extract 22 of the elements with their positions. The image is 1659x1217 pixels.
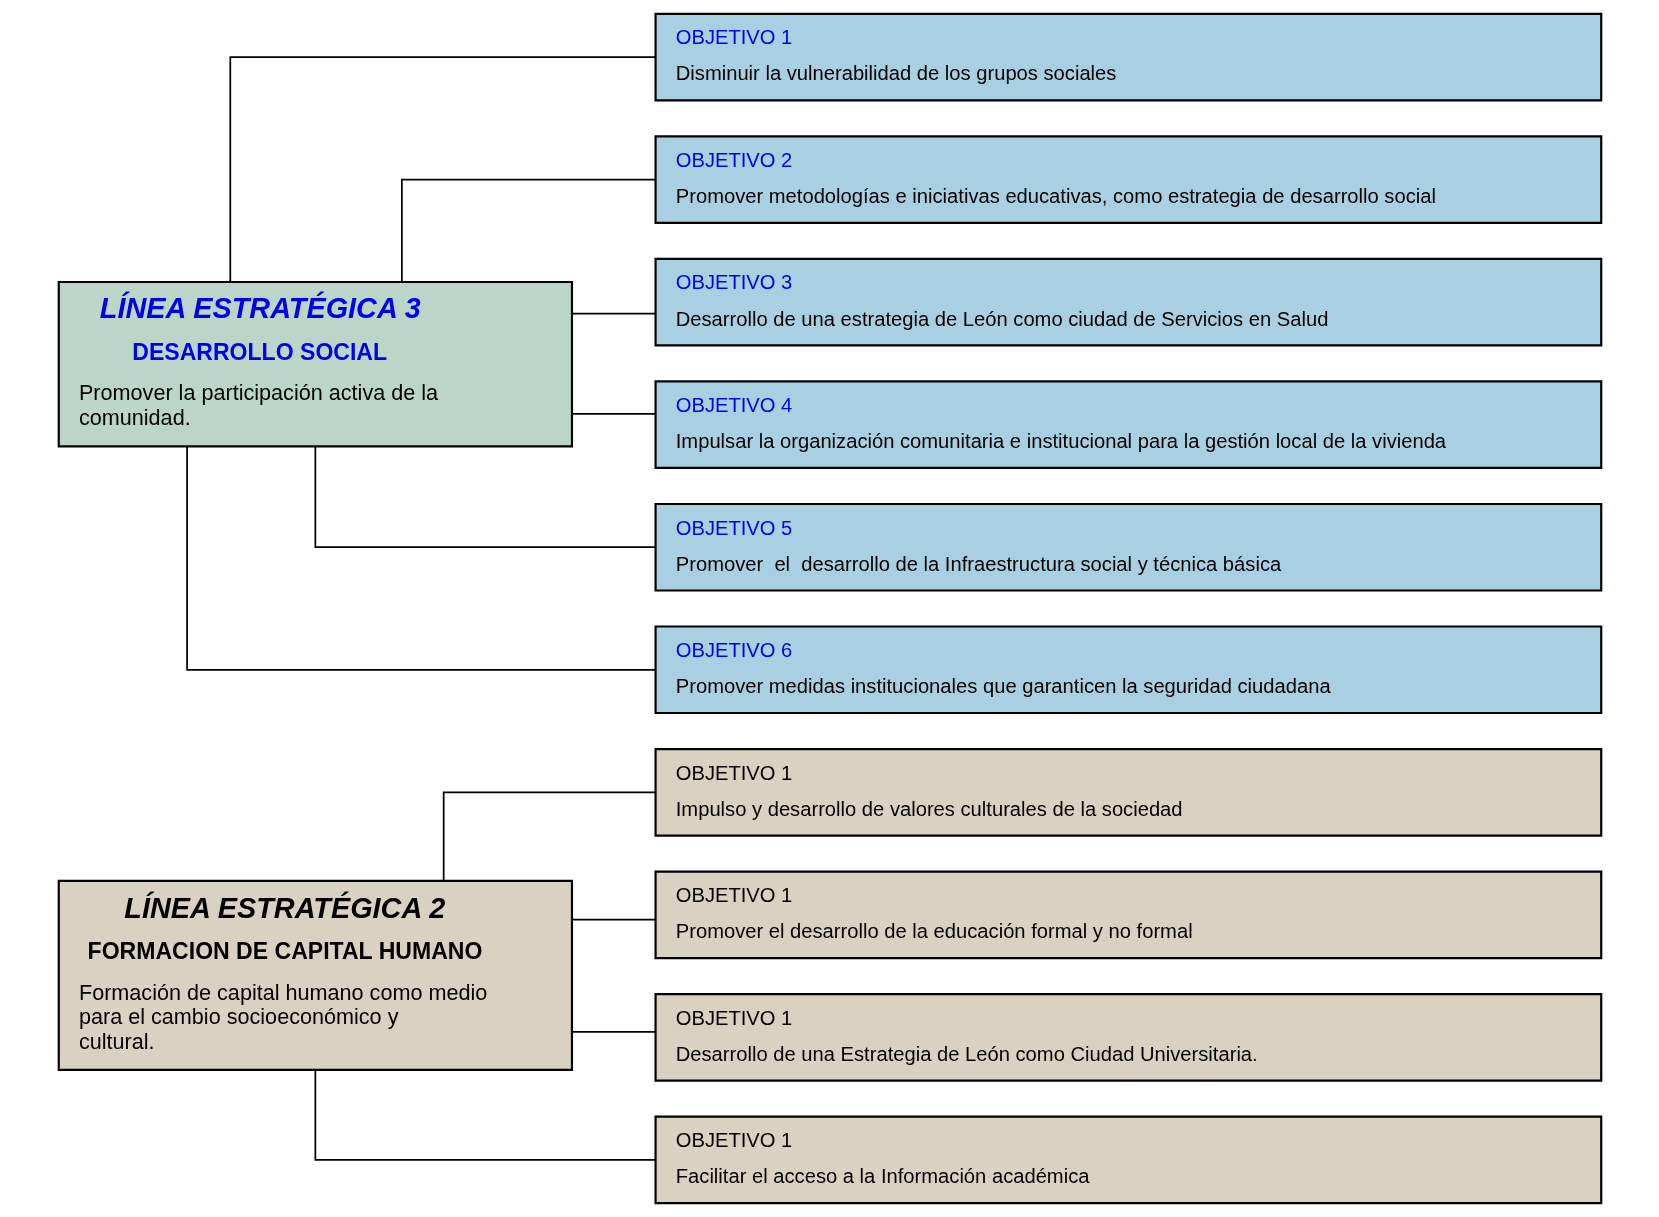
node-box: OBJETIVO 1 Desarrollo de una Estrategia de León como Ciudad Universitaria.: [654, 993, 1602, 1082]
connector: [185, 445, 656, 671]
connector: [570, 413, 656, 415]
connector: [570, 1031, 656, 1033]
connector: [570, 918, 656, 921]
connector: [314, 445, 656, 549]
connector: [228, 56, 656, 283]
connector: [570, 312, 656, 315]
node-box: OBJETIVO 1 Impulso y desarrollo de valores culturales de la sociedad: [654, 747, 1602, 837]
node-box: OBJETIVO 4 Impulsar la organización comunitaria e institucional para la gestión local de la vivienda: [654, 380, 1602, 470]
node-box: OBJETIVO 3 Desarrollo de una estrategia de León como ciudad de Servicios en Salud: [654, 257, 1602, 347]
connector: [400, 178, 656, 283]
connector: [314, 1069, 656, 1161]
node-box: OBJETIVO 1 Facilitar el acceso a la Información académica: [654, 1115, 1602, 1205]
connector: [442, 791, 656, 882]
node-box: LÍNEA ESTRATÉGICA 3 DESARROLLO SOCIAL Promover la participación activa de la comunidad.: [57, 280, 573, 448]
node-box: OBJETIVO 1 Disminuir la vulnerabilidad de los grupos sociales: [654, 12, 1602, 102]
node-box: OBJETIVO 5 Promover el desarrollo de la Infraestructura social y técnica básica: [654, 502, 1602, 592]
node-box: LÍNEA ESTRATÉGICA 2 FORMACION DE CAPITAL HUMANO Formación de capital humano como medio para el cambio socioeconómico y cultural.: [57, 879, 573, 1071]
node-box: OBJETIVO 2 Promover metodologías e iniciativas educativas, como estrategia de desarrollo social: [654, 135, 1602, 224]
node-box: OBJETIVO 1 Promover el desarrollo de la educación formal y no formal: [654, 870, 1602, 960]
node-box: OBJETIVO 6 Promover medidas institucionales que garanticen la seguridad ciudadana: [654, 625, 1602, 715]
